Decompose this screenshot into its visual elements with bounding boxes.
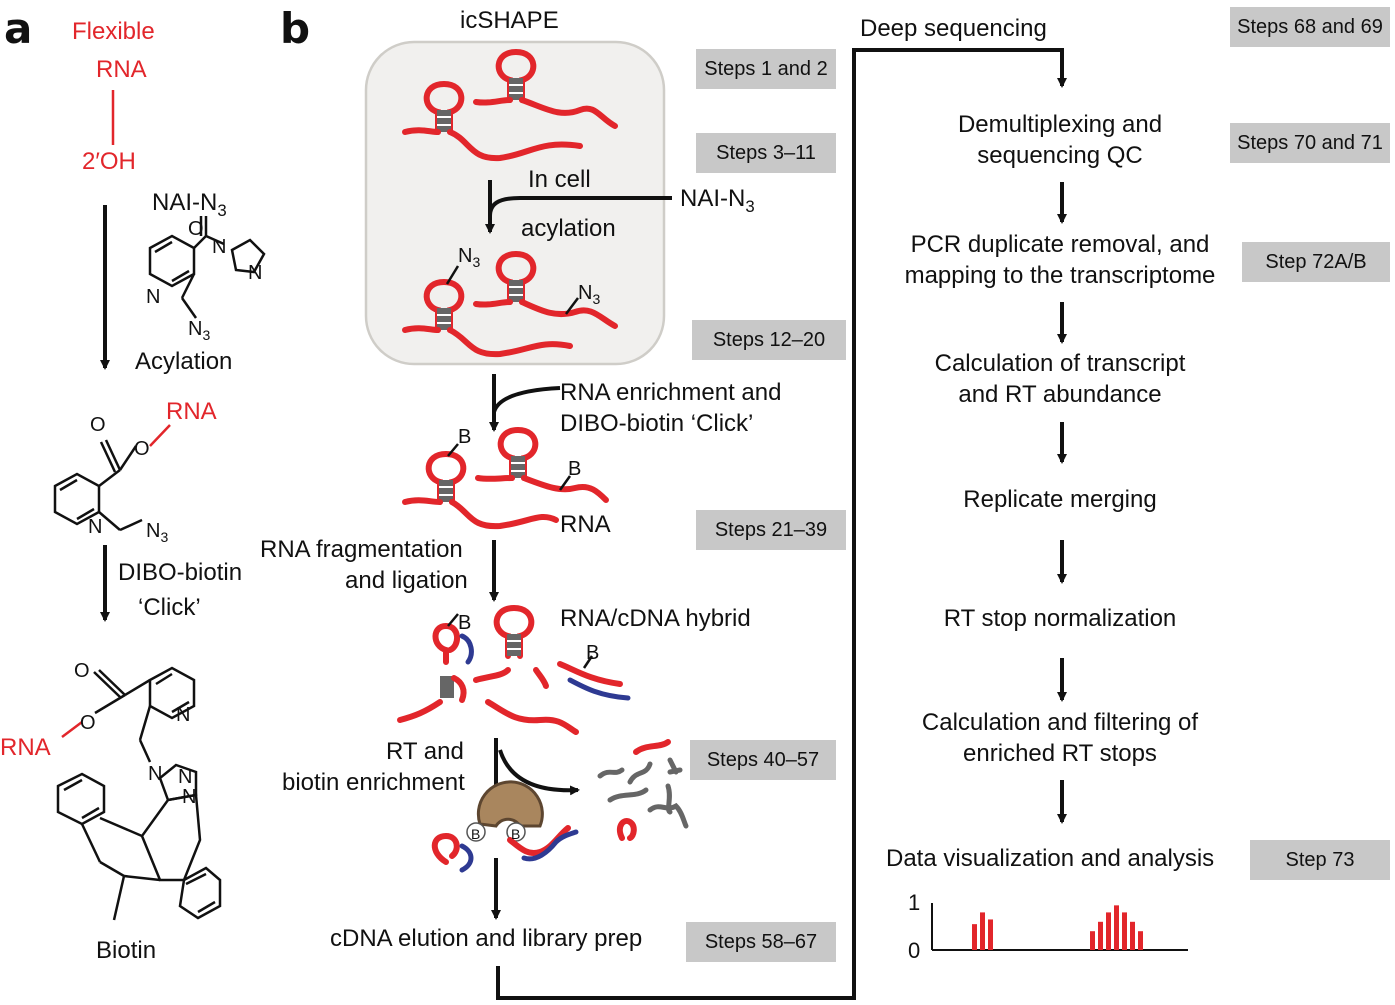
pcr-label-2: mapping to the transcriptome: [904, 262, 1216, 289]
atom-n-5: N: [176, 704, 191, 726]
n3-label-rna-1: N3: [458, 245, 481, 270]
step-box-12-20: Steps 12–20: [692, 320, 846, 360]
atom-n-8: N: [182, 786, 197, 808]
atom-o-2: O: [90, 414, 106, 436]
calc-label-1: Calculation of transcript: [934, 350, 1186, 377]
demux-label-1: Demultiplexing and: [957, 111, 1163, 138]
step-box-21-39: Steps 21–39: [696, 510, 846, 550]
data-vis-label: Data visualization and analysis: [886, 845, 1215, 872]
bead-b-label-1: B: [471, 826, 481, 842]
acylation-label-b: acylation: [521, 215, 616, 242]
rna-hairpins-top: [402, 52, 618, 162]
atom-o-5: O: [80, 712, 96, 734]
flexible-label: Flexible: [72, 18, 155, 45]
n3-label-rna-2: N3: [578, 282, 601, 307]
biotin-b-label-4: B: [586, 642, 600, 664]
dibo-biotin-label: DIBO-biotin: [118, 559, 243, 586]
atom-n-3: N: [146, 286, 161, 308]
biotin-b-label-1: B: [458, 426, 472, 448]
rt-stop-bar: [980, 912, 985, 950]
click-label-a: ‘Click’: [138, 594, 201, 621]
rt-stop-bar: [1114, 905, 1119, 950]
atom-n-2: N: [248, 262, 263, 284]
biotinylated-rna: [402, 430, 609, 530]
in-cell-label: In cell: [528, 166, 591, 193]
rt-stop-bar: [988, 919, 993, 950]
atom-n-6: N: [148, 763, 163, 785]
enrichment-label-2: DIBO-biotin ‘Click’: [560, 410, 754, 437]
step-box-73: Step 73: [1250, 840, 1390, 880]
calc-label-2: and RT abundance: [958, 381, 1162, 408]
deep-sequencing-label: Deep sequencing: [860, 15, 1047, 42]
nai-n3-structure: [148, 216, 266, 319]
replicate-label: Replicate merging: [963, 486, 1157, 513]
connector-line: [496, 48, 1067, 1000]
rt-norm-label: RT stop normalization: [943, 605, 1177, 632]
biotin-b-label-3: B: [458, 612, 472, 634]
atom-o-4: O: [74, 660, 90, 682]
step-box-72: Step 72A/B: [1242, 242, 1390, 282]
rt-label-1: RT and: [386, 738, 464, 765]
filter-label-2: enriched RT stops: [963, 740, 1157, 767]
biotin-b-label-2: B: [568, 458, 582, 480]
streptavidin-bead: [431, 780, 579, 873]
atom-o-1: O: [188, 218, 204, 240]
atom-o-3: O: [134, 438, 150, 460]
hybrid-label: RNA/cDNA hybrid: [560, 605, 751, 632]
enrichment-label-1: RNA enrichment and: [560, 379, 782, 406]
panel-label-b: b: [280, 4, 311, 53]
rna-label-a: RNA: [96, 56, 147, 83]
fragmented-hybrid: [397, 608, 631, 735]
atom-n-1: N: [212, 236, 227, 258]
step-box-40-57: Steps 40–57: [690, 740, 836, 780]
fragmentation-label-2: and ligation: [345, 567, 468, 594]
rt-stop-bar: [1090, 931, 1095, 950]
atom-n-4: N: [88, 516, 103, 538]
rna-hairpins-acylated: [402, 254, 618, 358]
chart-tick-1: 1: [908, 890, 921, 915]
chart-tick-0: 0: [908, 938, 921, 963]
rt-stop-bar: [1098, 921, 1103, 950]
nai-n3-label-b: NAI-N3: [680, 185, 755, 216]
demux-label-2: sequencing QC: [977, 142, 1143, 169]
atom-n-7: N: [178, 766, 193, 788]
acylation-label-a: Acylation: [135, 348, 233, 375]
biotin-label: Biotin: [96, 937, 157, 964]
rna-label-b: RNA: [560, 511, 611, 538]
fragmentation-label-1: RNA fragmentation: [260, 536, 463, 563]
cdna-label: cDNA elution and library prep: [330, 925, 643, 952]
rt-label-2: biotin enrichment: [282, 769, 465, 796]
rt-stop-bar: [1130, 921, 1135, 950]
nai-n3-label-a: NAI-N3: [152, 189, 227, 220]
rt-stop-bar: [1138, 931, 1143, 950]
rt-stop-bar: [972, 924, 977, 950]
filter-label-1: Calculation and filtering of: [921, 709, 1199, 736]
step-box-3-11: Steps 3–11: [696, 133, 836, 173]
atom-n3-1: N3: [188, 318, 211, 343]
unbound-fragments: [597, 739, 689, 841]
acylated-structure: [53, 424, 171, 532]
rt-stop-bar: [1106, 912, 1111, 950]
bead-b-label-2: B: [511, 826, 521, 842]
rna-label-acyl: RNA: [166, 398, 217, 425]
pcr-label-1: PCR duplicate removal, and: [910, 231, 1210, 258]
rna-label-adduct: RNA: [0, 734, 51, 761]
biotin-adduct-structure: [56, 666, 222, 921]
rt-stop-chart: [931, 903, 1188, 951]
step-box-1-2: Steps 1 and 2: [696, 49, 836, 89]
step-box-58-67: Steps 58–67: [686, 922, 836, 962]
atom-n3-2: N3: [146, 520, 169, 545]
panel-label-a: a: [4, 4, 33, 53]
step-box-70-71: Steps 70 and 71: [1230, 123, 1390, 163]
step-box-68-69: Steps 68 and 69: [1230, 7, 1390, 47]
two-prime-oh-label: 2′OH: [82, 148, 136, 175]
icshape-title: icSHAPE: [460, 7, 559, 34]
rt-stop-bar: [1122, 912, 1127, 950]
